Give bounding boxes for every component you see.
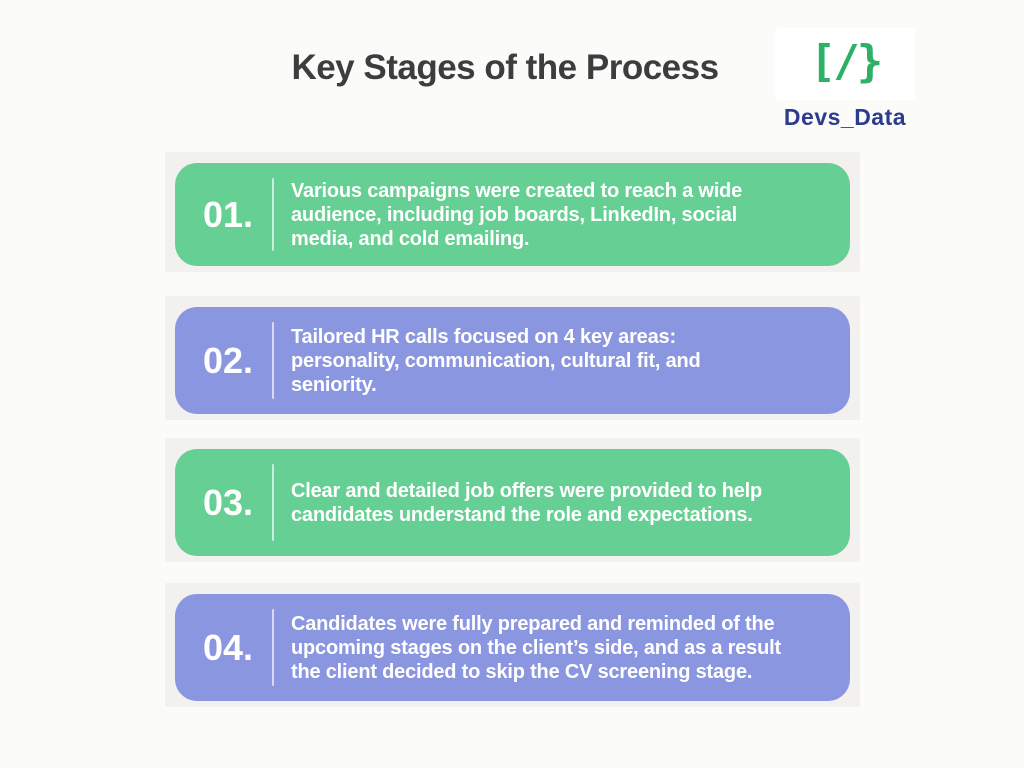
stage-panel-1: 01. Various campaigns were created to re…	[165, 152, 860, 272]
stage-number: 02.	[203, 339, 254, 381]
stage-text: Candidates were fully prepared and remin…	[291, 612, 781, 683]
stage-card-3: 03. Clear and detailed job offers were p…	[175, 449, 850, 556]
stage-card-2: 02. Tailored HR calls focused on 4 key a…	[175, 307, 850, 414]
code-brackets-icon: [/}	[809, 36, 884, 87]
devsdata-wordmark: Devs_Data	[783, 104, 907, 130]
stage-panel-4: 04. Candidates were fully prepared and r…	[165, 583, 860, 707]
stage-card-4: 04. Candidates were fully prepared and r…	[175, 594, 850, 701]
stage-panel-2: 02. Tailored HR calls focused on 4 key a…	[165, 296, 860, 420]
stage-text: Clear and detailed job offers were provi…	[291, 479, 763, 526]
vertical-divider	[272, 178, 274, 251]
stage-number: 01.	[203, 193, 254, 235]
stage-card-1: 01. Various campaigns were created to re…	[175, 163, 850, 266]
devsdata-logo: [/} Devs_Data	[775, 28, 915, 131]
vertical-divider	[272, 464, 274, 541]
page-title: Key Stages of the Process	[291, 48, 719, 87]
stage-text: Various campaigns were created to reach …	[291, 179, 742, 250]
vertical-divider	[272, 322, 274, 399]
stage-number: 03.	[203, 481, 254, 523]
vertical-divider	[272, 609, 274, 686]
devsdata-logo-box: [/}	[775, 28, 915, 100]
stage-panel-3: 03. Clear and detailed job offers were p…	[165, 438, 860, 562]
stage-number: 04.	[203, 626, 254, 668]
stage-text: Tailored HR calls focused on 4 key areas…	[291, 325, 701, 396]
